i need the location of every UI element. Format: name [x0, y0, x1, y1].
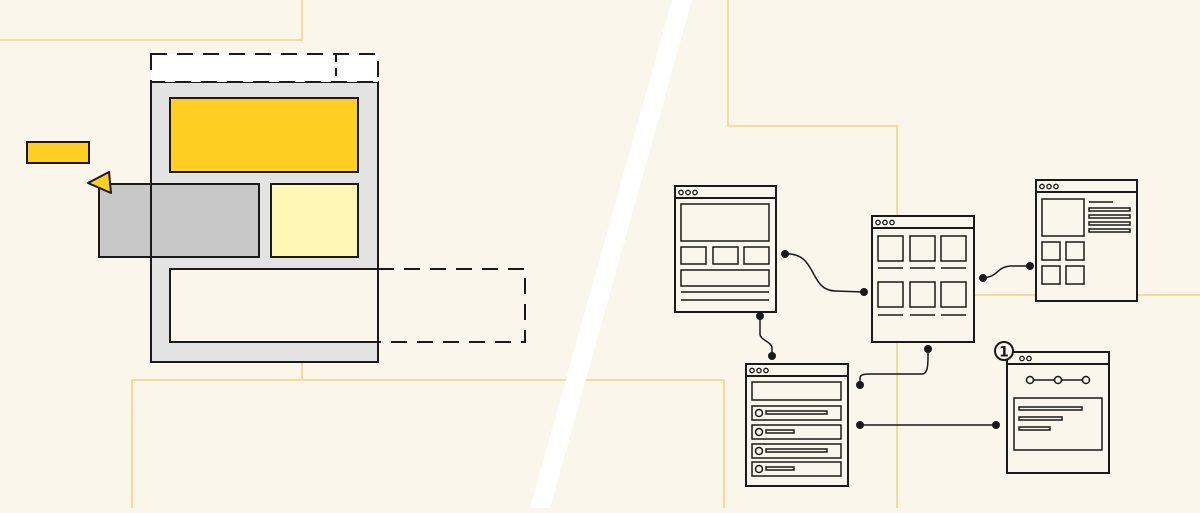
panel-divider: [530, 0, 692, 508]
footer-block-resize-outline: [378, 268, 526, 343]
connector-1-4: [759, 316, 773, 356]
layout-editor: [26, 53, 526, 363]
page-card-grid[interactable]: [871, 215, 975, 343]
flow-connectors: [759, 253, 1030, 426]
page-card-settings[interactable]: [1006, 351, 1110, 474]
side-block: [270, 183, 359, 258]
connector-1-2: [784, 253, 865, 293]
page-flow-map: 1: [674, 179, 1138, 487]
connector-dots: [756, 250, 1034, 429]
connector-2-3: [982, 265, 1030, 279]
step-badge-number: 1: [999, 345, 1009, 361]
hero-block: [169, 97, 359, 173]
dragged-block[interactable]: [98, 183, 260, 258]
page-card-detail[interactable]: [1035, 179, 1138, 302]
step-badge: 1: [994, 341, 1014, 361]
component-chip[interactable]: [26, 141, 90, 164]
page-card-list[interactable]: [745, 363, 849, 487]
header-placeholder: [150, 53, 379, 83]
footer-block: [169, 268, 379, 343]
connector-4-2: [859, 349, 929, 385]
cursor-arrow-icon: [87, 171, 112, 194]
page-card-landing[interactable]: [674, 185, 777, 313]
